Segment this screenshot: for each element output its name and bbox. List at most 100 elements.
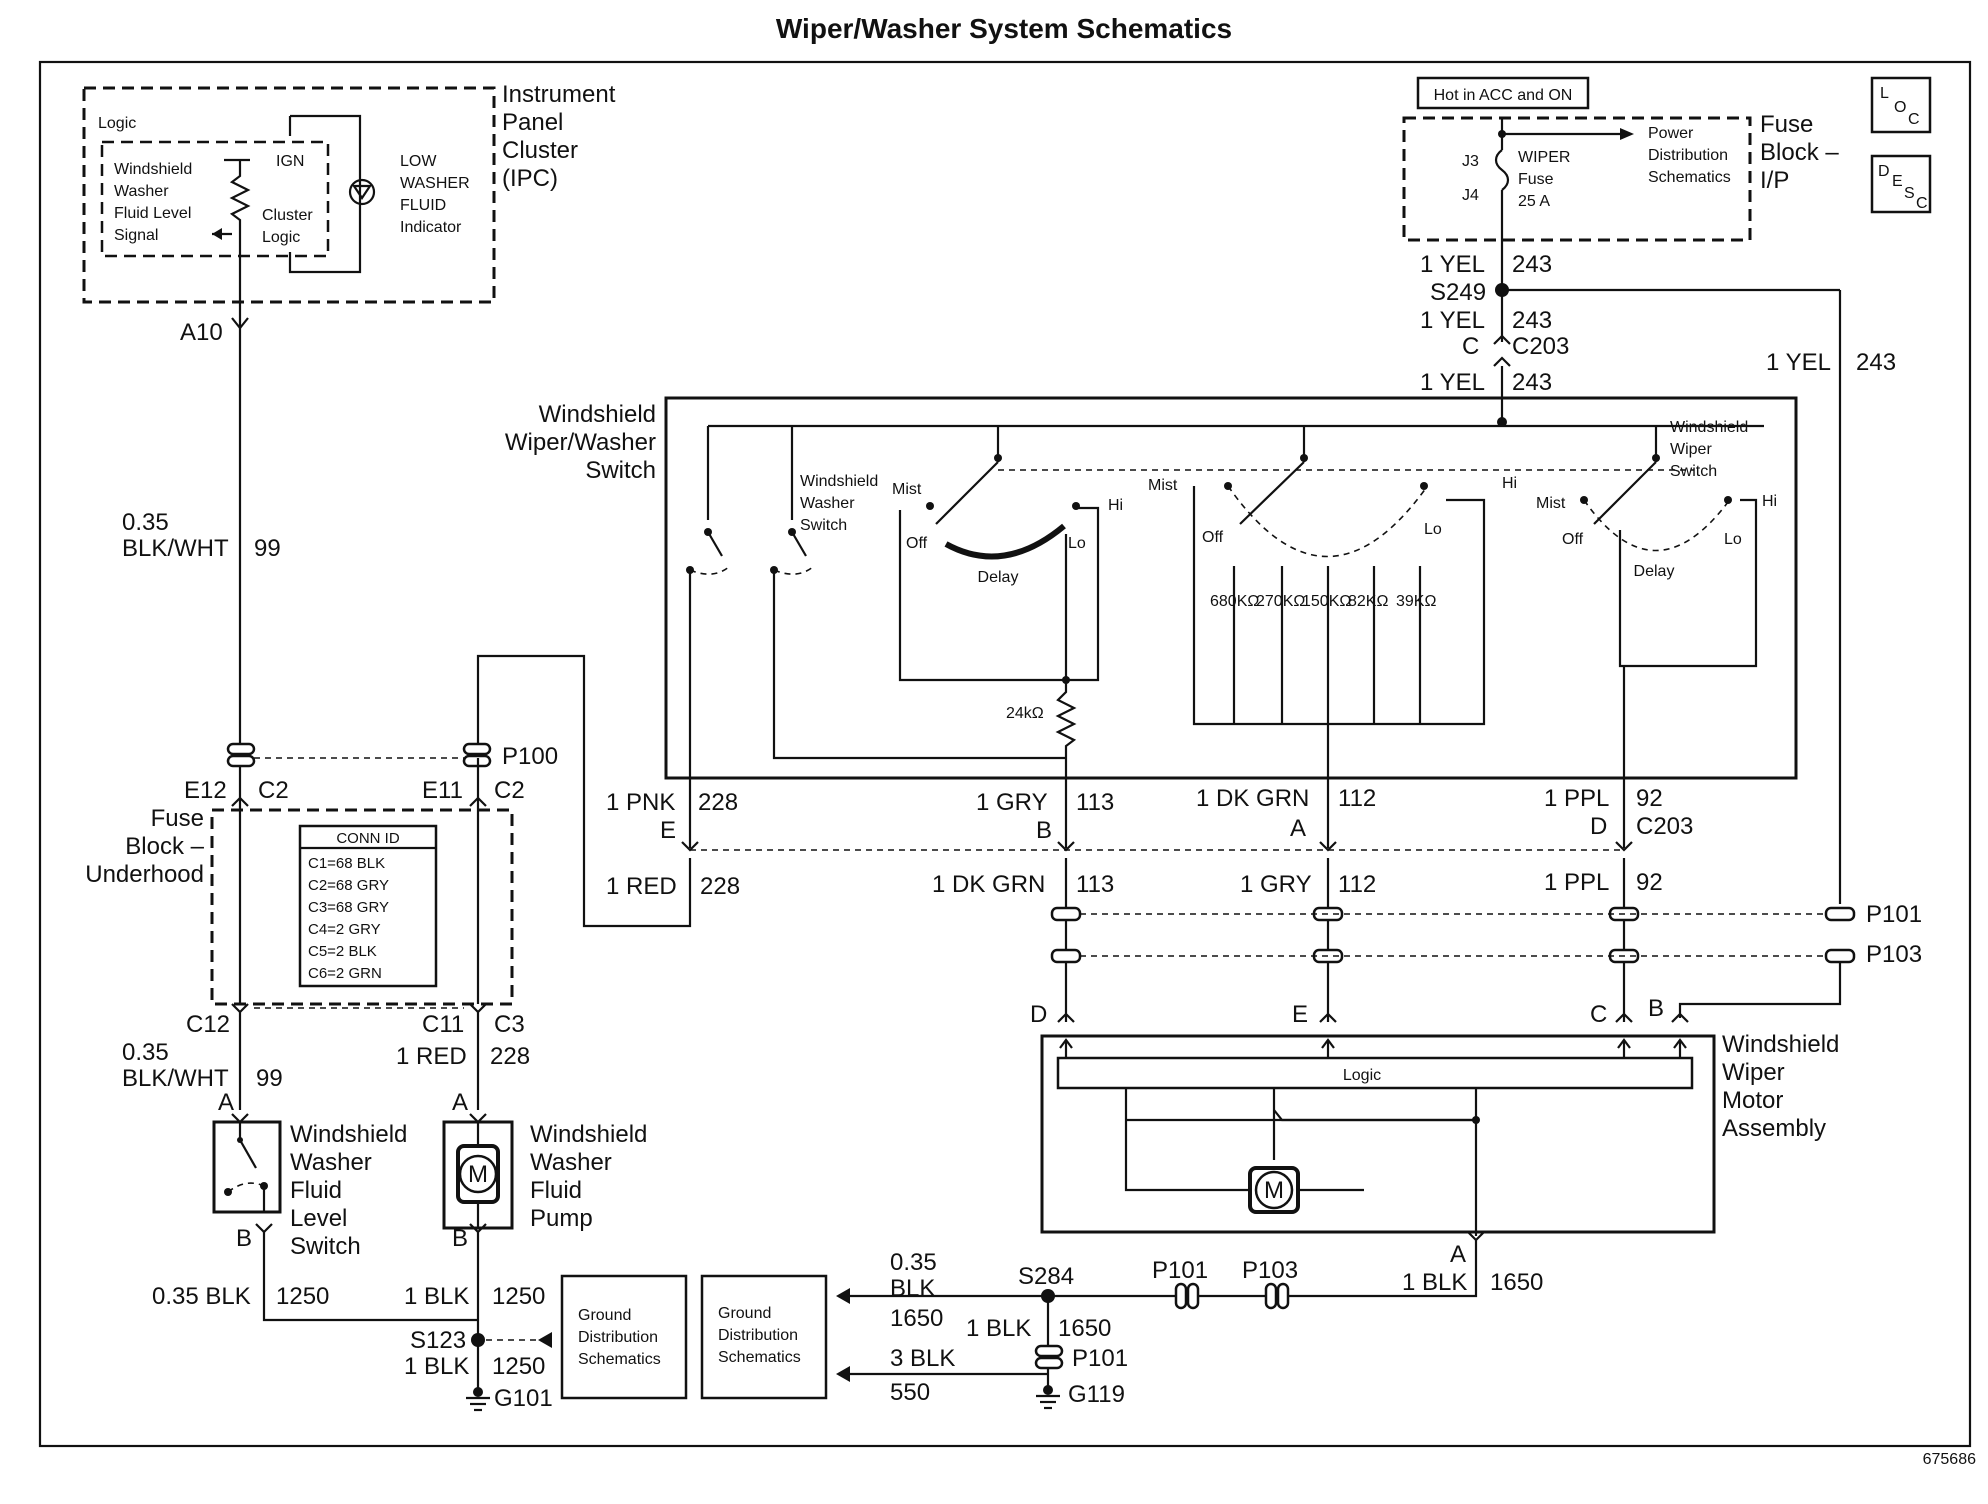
- svg-text:C: C: [1462, 333, 1479, 360]
- svg-text:Hi: Hi: [1108, 497, 1123, 514]
- svg-text:Hi: Hi: [1762, 493, 1777, 510]
- svg-text:FLUID: FLUID: [400, 197, 446, 214]
- svg-text:Schematics: Schematics: [1648, 169, 1731, 186]
- svg-text:C1=68 BLK: C1=68 BLK: [308, 855, 385, 872]
- svg-text:Fuse: Fuse: [151, 805, 204, 832]
- svg-text:Windshield: Windshield: [530, 1121, 647, 1148]
- svg-text:99: 99: [256, 1065, 283, 1092]
- svg-text:0.35: 0.35: [890, 1249, 937, 1276]
- svg-text:24kΩ: 24kΩ: [1006, 705, 1044, 722]
- loc-icon[interactable]: L O C: [1870, 76, 1932, 134]
- svg-text:1650: 1650: [1490, 1269, 1543, 1296]
- svg-text:1 PPL: 1 PPL: [1544, 785, 1609, 812]
- svg-text:S123: S123: [410, 1327, 466, 1354]
- svg-text:LOW: LOW: [400, 153, 437, 170]
- svg-text:1 DK GRN: 1 DK GRN: [1196, 785, 1309, 812]
- svg-text:3 BLK: 3 BLK: [890, 1345, 955, 1372]
- svg-text:1250: 1250: [276, 1283, 329, 1310]
- svg-text:99: 99: [254, 535, 281, 562]
- svg-text:Distribution: Distribution: [1648, 147, 1728, 164]
- svg-text:Fluid Level: Fluid Level: [114, 205, 191, 222]
- svg-text:D: D: [1878, 163, 1890, 180]
- svg-text:Washer: Washer: [530, 1149, 612, 1176]
- svg-text:Level: Level: [290, 1205, 347, 1232]
- svg-text:Cluster: Cluster: [502, 137, 578, 164]
- svg-text:1250: 1250: [492, 1353, 545, 1380]
- svg-text:228: 228: [490, 1043, 530, 1070]
- svg-text:G119: G119: [1068, 1381, 1125, 1408]
- svg-text:B: B: [236, 1225, 252, 1252]
- svg-text:1 BLK: 1 BLK: [404, 1283, 469, 1310]
- svg-text:Washer: Washer: [114, 183, 169, 200]
- svg-text:Off: Off: [906, 535, 928, 552]
- connector-a10: A10: [180, 319, 223, 346]
- desc-icon[interactable]: D E S C: [1870, 154, 1932, 214]
- svg-text:E12: E12: [184, 777, 227, 804]
- svg-text:Assembly: Assembly: [1722, 1115, 1826, 1142]
- svg-text:P100: P100: [502, 743, 558, 770]
- ground-g101-icon: [466, 1387, 490, 1412]
- svg-text:Wiper: Wiper: [1722, 1059, 1785, 1086]
- svg-text:C11: C11: [422, 1011, 464, 1038]
- svg-text:D: D: [1590, 813, 1607, 840]
- hot-label: Hot in ACC and ON: [1434, 87, 1573, 104]
- svg-text:Fuse: Fuse: [1518, 171, 1554, 188]
- svg-text:Lo: Lo: [1424, 521, 1442, 538]
- svg-text:S284: S284: [1018, 1263, 1074, 1290]
- svg-text:C: C: [1916, 195, 1928, 212]
- svg-text:(IPC): (IPC): [502, 165, 558, 192]
- resistor-ladder: 680KΩ 270KΩ 150KΩ 82KΩ 39KΩ: [1210, 566, 1436, 724]
- svg-text:39KΩ: 39KΩ: [1396, 593, 1436, 610]
- svg-text:C5=2 BLK: C5=2 BLK: [308, 943, 377, 960]
- wiper-washer-switch: Windshield Wiper/Washer Switch Windshiel…: [505, 396, 1798, 848]
- svg-text:Switch: Switch: [1670, 463, 1717, 480]
- svg-text:J3: J3: [1462, 153, 1479, 170]
- svg-text:Delay: Delay: [1634, 563, 1675, 580]
- svg-text:C2=68 GRY: C2=68 GRY: [308, 877, 389, 894]
- svg-text:I/P: I/P: [1760, 167, 1789, 194]
- svg-text:1650: 1650: [890, 1305, 943, 1332]
- svg-text:Delay: Delay: [978, 569, 1019, 586]
- svg-text:Wiper: Wiper: [1670, 441, 1712, 458]
- svg-text:D: D: [1030, 1001, 1047, 1028]
- svg-text:92: 92: [1636, 785, 1663, 812]
- svg-text:Windshield: Windshield: [1722, 1031, 1839, 1058]
- svg-text:Underhood: Underhood: [85, 861, 204, 888]
- svg-text:1 DK GRN: 1 DK GRN: [932, 871, 1045, 898]
- ground-distribution-box-1[interactable]: Ground Distribution Schematics: [560, 1274, 688, 1400]
- svg-text:Indicator: Indicator: [400, 219, 462, 236]
- svg-text:Schematics: Schematics: [578, 1351, 661, 1368]
- svg-text:243: 243: [1512, 307, 1552, 334]
- svg-text:1 GRY: 1 GRY: [1240, 871, 1312, 898]
- svg-text:C2: C2: [494, 777, 525, 804]
- svg-text:1 RED: 1 RED: [606, 873, 677, 900]
- svg-text:1 YEL: 1 YEL: [1420, 369, 1485, 396]
- diagram-title: Wiper/Washer System Schematics: [776, 13, 1232, 44]
- svg-text:228: 228: [698, 789, 738, 816]
- svg-text:Distribution: Distribution: [718, 1327, 798, 1344]
- svg-text:L: L: [1880, 85, 1889, 102]
- svg-text:0.35 BLK: 0.35 BLK: [152, 1283, 251, 1310]
- inline-connector-p103-bottom: [1264, 1282, 1290, 1310]
- svg-text:C203: C203: [1636, 813, 1693, 840]
- svg-text:Off: Off: [1562, 531, 1584, 548]
- svg-text:Lo: Lo: [1724, 531, 1742, 548]
- svg-text:243: 243: [1856, 349, 1896, 376]
- svg-text:C6=2 GRN: C6=2 GRN: [308, 965, 382, 982]
- svg-text:82KΩ: 82KΩ: [1348, 593, 1388, 610]
- svg-text:1 BLK: 1 BLK: [404, 1353, 469, 1380]
- figure-number: 675686: [1923, 1451, 1976, 1468]
- svg-text:WIPER: WIPER: [1518, 149, 1570, 166]
- inline-connector-p101-bottom: [1174, 1282, 1200, 1310]
- svg-text:E: E: [1892, 173, 1903, 190]
- svg-text:Mist: Mist: [1536, 495, 1566, 512]
- svg-text:112: 112: [1338, 785, 1376, 812]
- svg-text:Switch: Switch: [800, 517, 847, 534]
- svg-text:J4: J4: [1462, 187, 1479, 204]
- svg-text:E: E: [1292, 1001, 1308, 1028]
- ground-g119-icon: [1036, 1385, 1060, 1410]
- svg-text:C4=2 GRY: C4=2 GRY: [308, 921, 381, 938]
- svg-text:1 YEL: 1 YEL: [1420, 251, 1485, 278]
- ground-distribution-box-2[interactable]: Ground Distribution Schematics: [700, 1274, 828, 1400]
